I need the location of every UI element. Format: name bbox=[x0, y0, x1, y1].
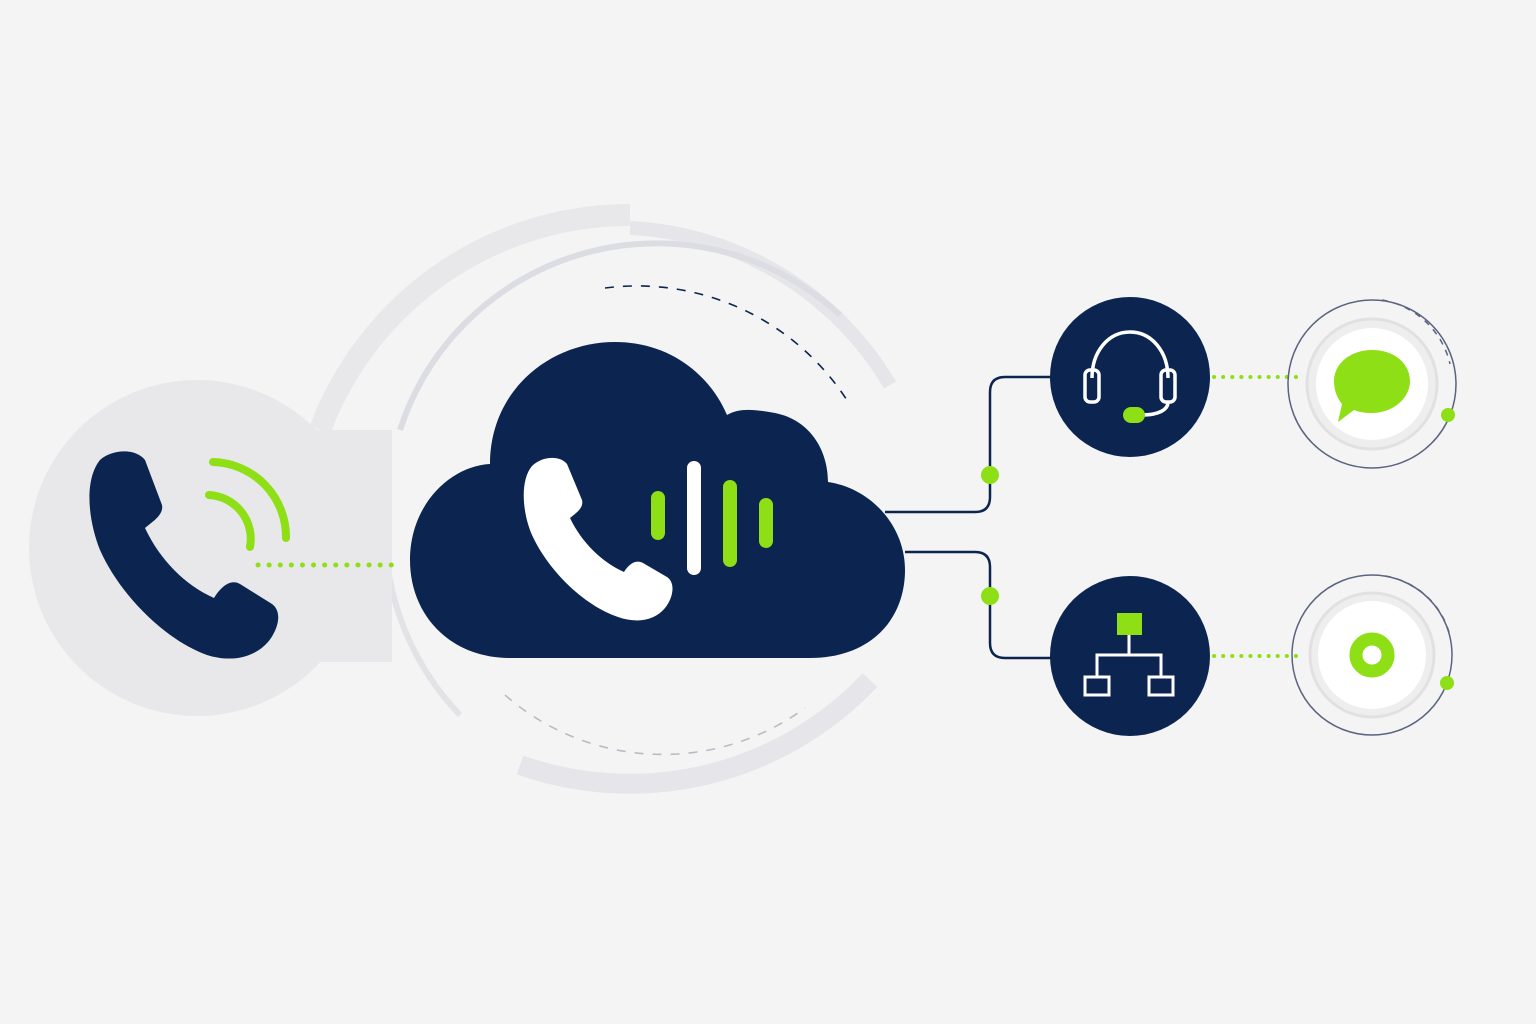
cloud-node bbox=[410, 342, 905, 658]
headset-mic bbox=[1123, 407, 1145, 423]
status-inner-disc bbox=[1318, 601, 1426, 709]
status-node bbox=[1291, 574, 1454, 736]
chat-bubble-icon bbox=[1334, 350, 1410, 422]
ring-icon bbox=[1349, 632, 1395, 678]
org-chart-icon bbox=[1083, 613, 1175, 697]
bottom-arc bbox=[516, 673, 878, 794]
caller-node bbox=[29, 380, 392, 716]
chat-dashed-arc bbox=[1381, 299, 1451, 365]
edge-cloud-routing bbox=[905, 550, 1052, 660]
dashed-arc-bottom bbox=[504, 694, 806, 756]
signal-arc-inner bbox=[205, 491, 255, 551]
phone-icon bbox=[89, 451, 279, 659]
cloud-phone-icon bbox=[523, 457, 673, 621]
outer-arc bbox=[309, 203, 631, 434]
routing-node bbox=[1050, 576, 1210, 736]
caller-connector-band bbox=[300, 430, 392, 662]
agent-node bbox=[1050, 297, 1210, 457]
dashed-arc-top bbox=[604, 285, 851, 406]
agent-circle bbox=[1050, 297, 1210, 457]
branch-connectors bbox=[885, 375, 1052, 660]
chat-node bbox=[1287, 299, 1457, 469]
edge-cloud-agent bbox=[885, 375, 1052, 514]
status-dot bbox=[1440, 676, 1454, 690]
signal-arc-outer bbox=[209, 458, 291, 542]
chat-status-dot bbox=[1441, 408, 1455, 422]
headset-icon bbox=[1083, 330, 1177, 417]
chat-outer-ring bbox=[1287, 299, 1457, 469]
status-outer-ring bbox=[1291, 574, 1453, 736]
connector-dot-lower bbox=[981, 587, 999, 605]
connector-dot-upper bbox=[981, 466, 999, 484]
background-arcs bbox=[309, 203, 897, 794]
inner-arc-left bbox=[397, 240, 843, 431]
